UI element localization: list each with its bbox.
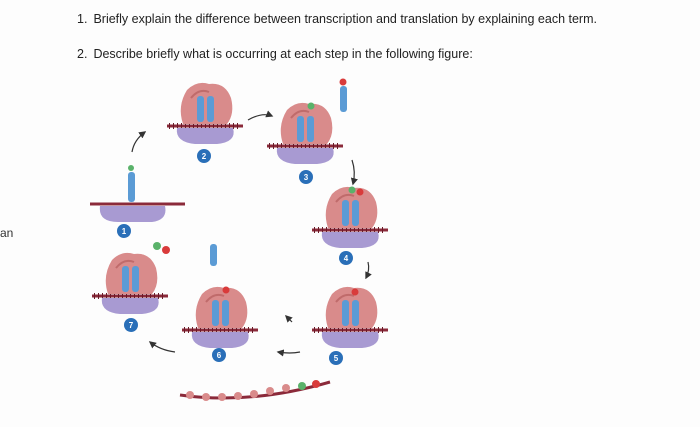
ribosome-step-3 [267,103,343,164]
question-1-text: Briefly explain the difference between t… [93,12,597,26]
arrow-4-to-5 [365,261,372,280]
ribosome-step-2 [167,83,243,144]
ribosome-step-4 [312,187,388,248]
step-badge-6 [212,348,226,362]
step-badge-4 [339,251,353,265]
step-label-6: 6 [217,351,222,360]
step-badge-3 [299,170,313,184]
arrow-1-to-2 [131,131,147,153]
arrow-3-to-4 [350,159,358,186]
step-badge-1 [117,224,131,238]
step-label-5: 5 [334,354,339,363]
step-label-2: 2 [202,152,207,161]
question-1: 1. Briefly explain the difference between… [77,12,597,26]
question-2-text: Describe briefly what is occurring at ea… [93,47,473,61]
question-2: 2. Describe briefly what is occurring at … [77,47,473,61]
step-label-3: 3 [304,173,309,182]
step-label-7: 7 [129,321,134,330]
step-badge-7 [124,318,138,332]
question-1-number: 1. [77,12,88,26]
arrow-6-to-7 [148,341,176,353]
step-label-1: 1 [122,227,127,236]
arrow-small [284,314,293,323]
ribosome-step-6 [182,287,258,348]
arrow-5-to-6 [276,349,301,357]
ribosome-step-7 [92,253,168,314]
question-2-number: 2. [77,47,88,61]
ribosome-step-5 [312,287,388,348]
cropped-side-text: an [0,226,14,240]
step-badge-5 [329,351,343,365]
step-label-4: 4 [344,254,349,263]
arrow-2-to-3 [247,110,274,121]
step-badge-2 [197,149,211,163]
